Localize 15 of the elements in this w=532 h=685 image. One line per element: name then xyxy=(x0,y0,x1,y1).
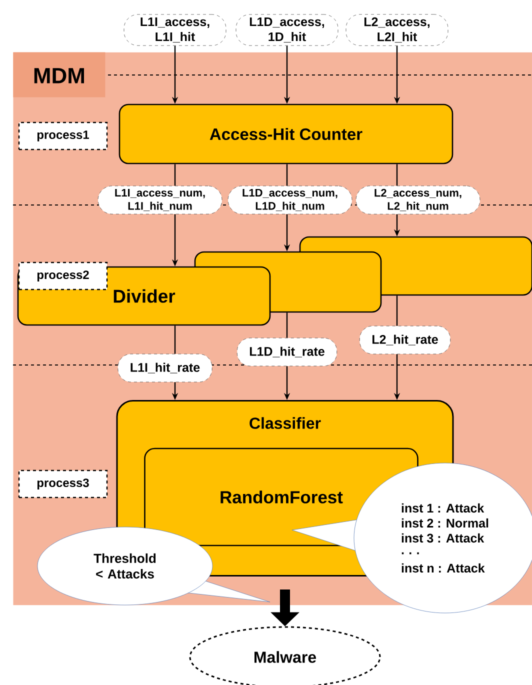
data-bubble: L2_access_num, L2_hit_num xyxy=(356,186,480,214)
process-label: process3 xyxy=(18,470,108,498)
input-bubble: L1I_access, L1I_hit xyxy=(124,14,226,46)
speech-bubble: Threshold < Attacks xyxy=(37,526,270,606)
data-bubble: L2_hit_rate xyxy=(359,326,451,354)
input-bubble: L1D_access, 1D_hit xyxy=(236,14,338,46)
counter-box: Access-Hit Counter xyxy=(118,104,454,164)
node-label: · · · xyxy=(402,552,419,554)
data-bubble: L1I_hit_rate xyxy=(118,354,212,382)
process-label: process2 xyxy=(18,262,108,290)
input-bubble: L2_access, L2I_hit xyxy=(346,14,448,46)
data-bubble: L1D_hit_rate xyxy=(236,338,338,366)
data-bubble: L1I_access_num, L1I_hit_num xyxy=(98,186,222,214)
process-label: process1 xyxy=(18,122,108,150)
data-bubble: L1D_access_num, L1D_hit_num xyxy=(228,186,352,214)
